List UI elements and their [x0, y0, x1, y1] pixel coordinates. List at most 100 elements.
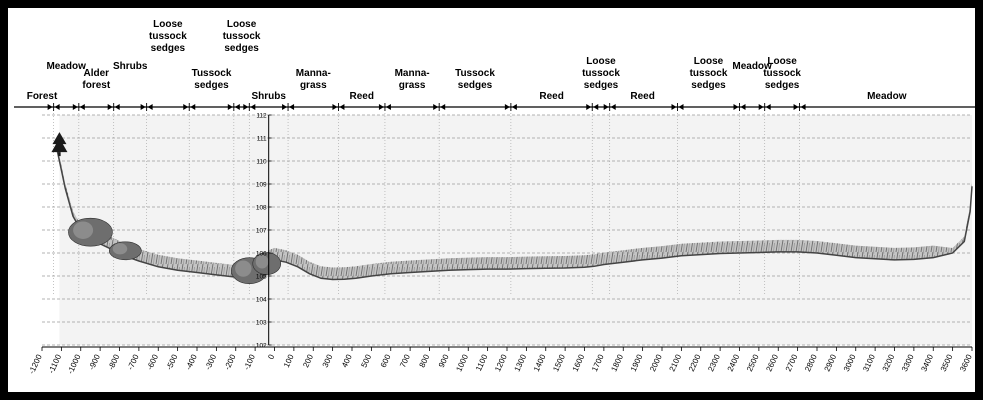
x-tick-label: 100	[282, 353, 296, 369]
zone-label-line: tussock	[149, 31, 187, 42]
zone-label: Shrubs	[251, 91, 286, 102]
zone-label-line: Meadow	[867, 91, 907, 102]
zone-label: Reed	[539, 91, 563, 102]
zone-label-line: Tussock	[192, 68, 232, 79]
x-tick-label: 1200	[493, 353, 509, 373]
x-tick-label: 900	[437, 353, 451, 369]
elevation-tick-label: 112	[256, 112, 267, 119]
zone-arrow	[54, 104, 60, 110]
zone-arrow	[72, 104, 78, 110]
zone-label: Meadow	[46, 61, 86, 72]
zone-arrow	[227, 104, 233, 110]
zone-arrow	[800, 104, 806, 110]
zone-label-line: Loose	[153, 19, 183, 30]
x-tick-label: 400	[340, 353, 354, 369]
zone-arrow	[385, 104, 391, 110]
zone-arrow	[765, 104, 771, 110]
x-tick-label: -100	[242, 353, 257, 372]
zone-label-line: Shrubs	[113, 61, 148, 72]
x-tick-label: 1700	[590, 353, 606, 373]
zone-label-line: Loose	[694, 56, 724, 67]
zone-label: Manna-grass	[395, 68, 430, 91]
zone-arrow	[733, 104, 739, 110]
x-tick-label: 200	[301, 353, 315, 369]
zone-label-line: Meadow	[732, 61, 772, 72]
shrub-icon	[235, 260, 252, 277]
zone-label-line: tussock	[582, 68, 620, 79]
zone-label-line: grass	[300, 80, 327, 91]
zone-label: Reed	[349, 91, 373, 102]
shrub-icon	[73, 221, 94, 239]
zone-label-line: sedges	[224, 43, 259, 54]
zone-arrow	[250, 104, 256, 110]
zone-label-line: Manna-	[296, 68, 331, 79]
elevation-tick-label: 104	[256, 296, 267, 303]
x-tick-label: 2700	[784, 353, 800, 373]
x-tick-label: 1900	[629, 353, 645, 373]
x-tick-label: 2100	[668, 353, 684, 373]
zone-label-line: sedges	[584, 80, 619, 91]
zone-label: Manna-grass	[296, 68, 331, 91]
x-tick-label: 300	[321, 353, 335, 369]
x-tick-label: 700	[398, 353, 412, 369]
zone-arrow	[147, 104, 153, 110]
x-tick-label: -600	[145, 353, 160, 372]
zone-arrow	[740, 104, 746, 110]
x-tick-label: -500	[165, 353, 180, 372]
zone-label-line: sedges	[458, 80, 493, 91]
zone-arrow	[586, 104, 592, 110]
zone-label-line: tussock	[763, 68, 801, 79]
x-tick-label: 3200	[881, 353, 897, 373]
x-tick-label: 1500	[551, 353, 567, 373]
x-tick-label: 0	[266, 353, 276, 361]
zone-arrow	[678, 104, 684, 110]
elevation-tick-label: 110	[256, 158, 267, 165]
zone-label-line: Reed	[630, 91, 654, 102]
x-tick-label: 3100	[861, 353, 877, 373]
zone-label: Shrubs	[113, 61, 148, 72]
zone-label-line: Meadow	[46, 61, 86, 72]
zone-label-line: Reed	[539, 91, 563, 102]
zone-arrow	[511, 104, 517, 110]
x-tick-label: -1200	[27, 353, 44, 376]
zone-arrow	[504, 104, 510, 110]
zone-label-line: Forest	[27, 91, 58, 102]
zone-label-line: Manna-	[395, 68, 430, 79]
x-tick-label: 2900	[823, 353, 839, 373]
zone-arrow	[289, 104, 295, 110]
zone-arrow	[47, 104, 53, 110]
x-tick-label: -1000	[66, 353, 83, 376]
zone-label-line: sedges	[151, 43, 186, 54]
elevation-tick-label: 106	[256, 250, 267, 257]
forest-tree-trunk	[58, 152, 61, 157]
x-tick-label: 3000	[842, 353, 858, 373]
x-tick-label: 1800	[609, 353, 625, 373]
zone-arrow	[603, 104, 609, 110]
shrub-icon	[112, 243, 128, 255]
zone-arrow	[610, 104, 616, 110]
zone-arrow	[140, 104, 146, 110]
zone-label-line: Loose	[586, 56, 616, 67]
x-tick-label: -900	[87, 353, 102, 372]
zone-arrow	[378, 104, 384, 110]
elevation-tick-label: 105	[256, 273, 267, 280]
zone-label-line: Alder	[84, 68, 110, 79]
x-tick-label: -400	[184, 353, 199, 372]
elevation-tick-label: 103	[256, 319, 267, 326]
x-tick-label: 2300	[706, 353, 722, 373]
x-tick-label: 600	[379, 353, 393, 369]
elevation-tick-label: 111	[257, 135, 267, 142]
x-tick-label: 2500	[745, 353, 761, 373]
zone-arrow	[339, 104, 345, 110]
x-tick-label: -300	[203, 353, 218, 372]
x-tick-label: -1100	[47, 353, 64, 375]
x-tick-label: 2200	[687, 353, 703, 373]
zone-label-line: tussock	[690, 68, 728, 79]
